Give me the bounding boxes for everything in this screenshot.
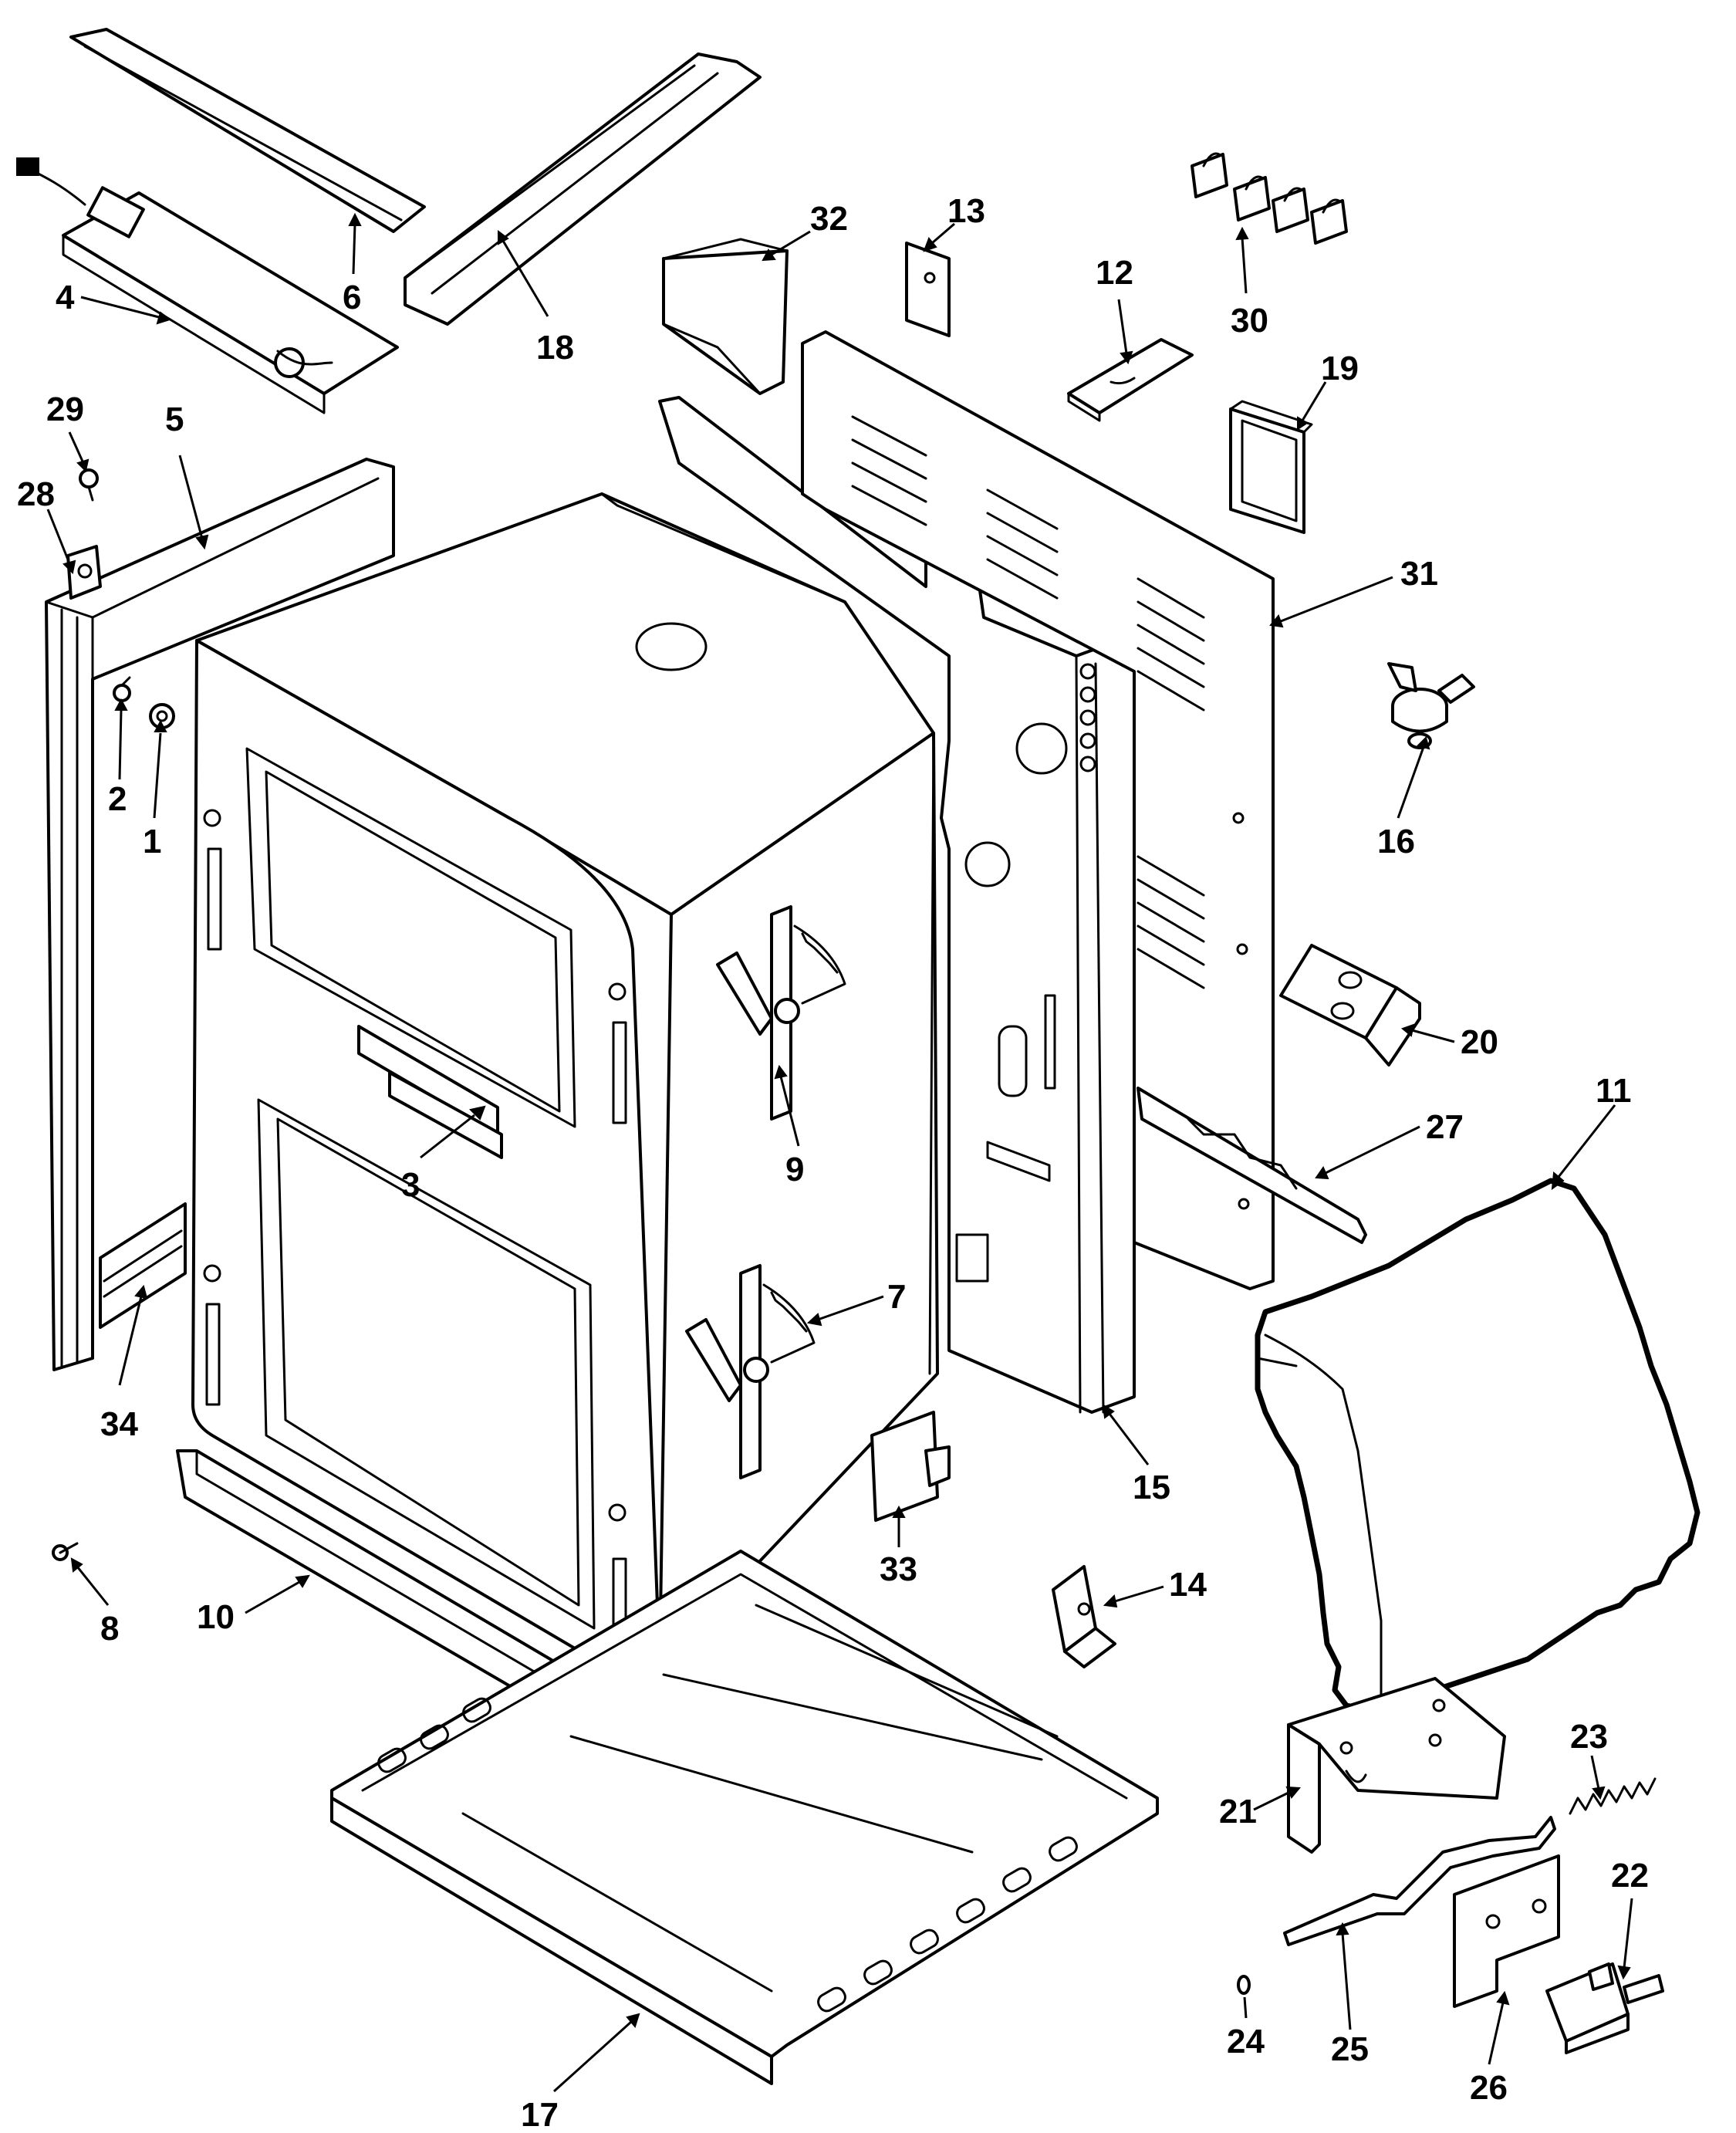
callout-12: 12	[1096, 254, 1133, 292]
part-30-terminal-clips	[1191, 152, 1348, 245]
part-20-angle-bracket	[1279, 944, 1421, 1066]
callout-27: 27	[1426, 1108, 1464, 1146]
callout-31: 31	[1400, 555, 1438, 593]
callout-22: 22	[1611, 1857, 1649, 1895]
callout-20: 20	[1461, 1023, 1498, 1061]
callout-16: 16	[1377, 823, 1415, 860]
part-19-frame-bracket	[1229, 400, 1313, 534]
part-21-latch-bracket	[1287, 1677, 1506, 1854]
part-28-clip	[66, 545, 102, 600]
part-7-lower-hinge	[685, 1264, 816, 1479]
part-6-top-trim	[69, 28, 426, 233]
callout-30: 30	[1231, 302, 1268, 340]
callout-13: 13	[947, 192, 985, 230]
callout-32: 32	[810, 200, 848, 238]
callout-25: 25	[1331, 2030, 1369, 2068]
callout-4: 4	[56, 279, 75, 316]
part-24-pin	[1237, 1975, 1251, 1995]
callout-33: 33	[880, 1550, 917, 1588]
part-26-plate	[1453, 1854, 1560, 2008]
callout-21: 21	[1219, 1793, 1257, 1830]
callout-17: 17	[521, 2096, 559, 2133]
part-27-rail	[1137, 1087, 1367, 1244]
part-11-insulation	[1255, 1178, 1701, 1712]
callout-29: 29	[46, 390, 84, 428]
part-22-switch	[1545, 1962, 1664, 2054]
callout-26: 26	[1470, 2069, 1508, 2107]
part-4-control-board	[16, 157, 399, 414]
callout-5: 5	[165, 401, 184, 438]
part-31-back-panel	[801, 330, 1275, 1290]
callout-7: 7	[887, 1278, 906, 1316]
part-17-bottom-panel	[330, 1550, 1159, 2085]
callout-8: 8	[100, 1610, 119, 1648]
part-33-bracket	[870, 1411, 951, 1522]
callout-2: 2	[108, 780, 127, 818]
callout-6: 6	[343, 279, 361, 316]
part-9-upper-hinge	[716, 905, 846, 1121]
callout-14: 14	[1169, 1566, 1207, 1604]
part-8-screw	[52, 1542, 79, 1561]
part-16-thermostat	[1387, 662, 1475, 749]
part-5-left-frame	[45, 458, 395, 1371]
callout-1: 1	[143, 823, 161, 860]
part-18-support-rail	[404, 52, 762, 326]
part-32-box-bracket	[662, 238, 789, 395]
part-14-l-bracket	[1052, 1565, 1116, 1668]
part-23-spring	[1569, 1777, 1657, 1815]
oven-cavity	[191, 492, 939, 1686]
callout-labels: 1 2 3 4 5 6 7 8 9 10 11 12 13 14 15 16 1…	[17, 192, 1649, 2133]
part-29-screw	[79, 468, 99, 502]
callout-23: 23	[1570, 1718, 1608, 1756]
callout-11: 11	[1596, 1072, 1632, 1110]
callout-9: 9	[785, 1151, 804, 1188]
callout-15: 15	[1133, 1469, 1170, 1506]
part-2-screw	[113, 676, 131, 702]
callout-19: 19	[1321, 350, 1359, 387]
part-13-plate	[905, 242, 951, 337]
callout-28: 28	[17, 475, 55, 513]
leader-lines	[46, 212, 1633, 2093]
callout-24: 24	[1227, 2023, 1265, 2060]
callout-10: 10	[197, 1598, 235, 1636]
callout-34: 34	[100, 1405, 138, 1443]
callout-3: 3	[401, 1166, 420, 1204]
part-25-latch-rod	[1283, 1816, 1556, 1946]
callout-18: 18	[536, 329, 574, 367]
